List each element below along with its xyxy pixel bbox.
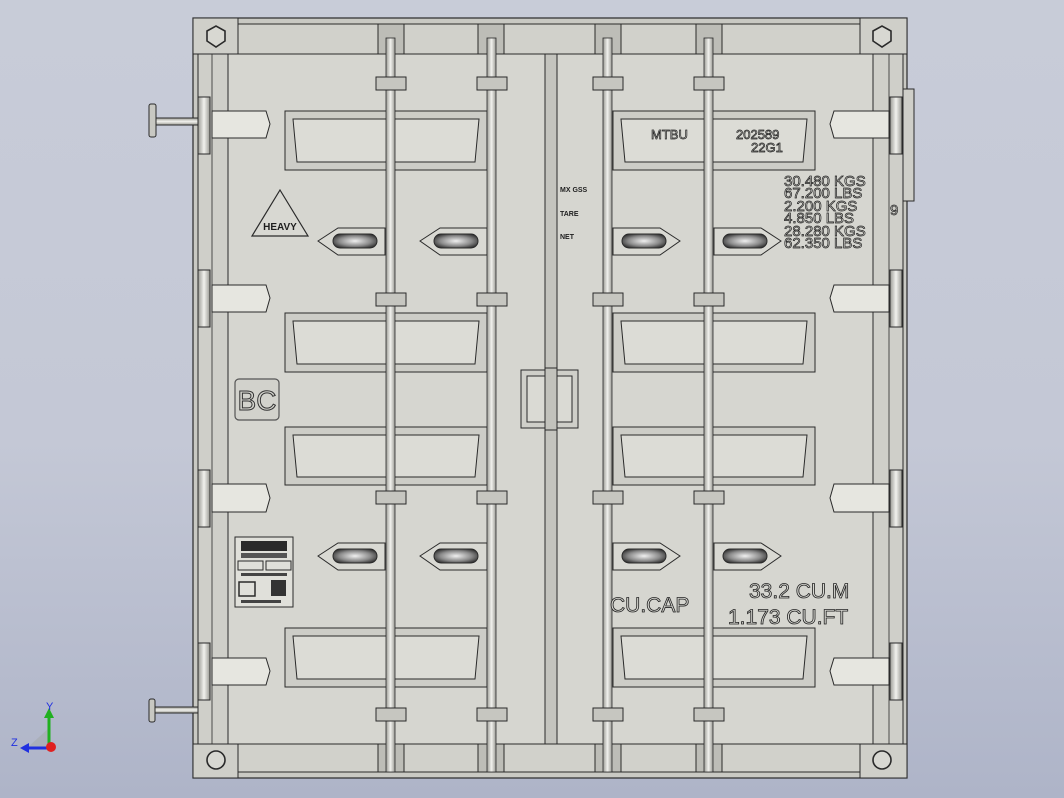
cubic-capacity-metric: 33.2 CU.M — [749, 580, 849, 603]
left-corner-post — [197, 53, 229, 745]
identification-marking: MTBU 202589 22G1 9 — [651, 127, 899, 220]
view-triad[interactable]: Y Z — [11, 701, 56, 753]
right-corner-post — [872, 53, 904, 745]
serial-number: 202589 — [736, 127, 779, 142]
y-axis-arrow-icon — [44, 708, 54, 718]
corner-casting-top-right — [859, 17, 908, 55]
max-gross-kgs: 30.480 KGS — [784, 173, 866, 190]
logo-text: BC — [238, 385, 277, 416]
max-gross-lbs: 67.200 LBS — [784, 185, 862, 202]
hazard-label: HEAVY — [263, 222, 297, 233]
net-lbs: 62.350 LBS — [784, 235, 862, 252]
weight-values: 30.480 KGS 67.200 LBS 2.200 KGS 4.850 LB… — [784, 173, 866, 253]
rod-brackets — [375, 76, 725, 722]
locking-rod-1[interactable] — [385, 37, 396, 773]
z-axis-arrow-icon — [20, 743, 29, 753]
triad-plane-icon — [27, 728, 49, 748]
check-digit: 9 — [890, 202, 898, 219]
door-corrugations-right — [612, 110, 816, 688]
locking-rod-3[interactable] — [602, 37, 613, 773]
triad-y-label: Y — [46, 701, 54, 713]
door-hinges-right — [829, 96, 903, 701]
tare-label: TARE — [560, 211, 579, 218]
net-kgs: 28.280 KGS — [784, 223, 866, 240]
right-side-bracket — [902, 88, 915, 202]
central-lock-box[interactable] — [520, 367, 579, 431]
top-rail — [237, 23, 861, 55]
corner-casting-bottom-left — [192, 743, 239, 779]
cubic-capacity-label: CU.CAP — [610, 594, 689, 617]
hazard-triangle-icon — [250, 188, 310, 237]
left-side-pins — [148, 103, 199, 723]
cubic-capacity-marking: CU.CAP 33.2 CU.M 1.173 CU.FT — [610, 580, 850, 630]
company-logo: BC — [234, 378, 280, 421]
locking-rods[interactable] — [385, 37, 714, 773]
heavy-warning-sign: HEAVY — [250, 188, 310, 237]
rod-guide-brackets — [377, 23, 723, 773]
max-gross-label: MX GSS — [560, 187, 588, 194]
corner-casting-bottom-right — [859, 743, 908, 779]
tare-lbs: 4.850 LBS — [784, 210, 854, 227]
locking-rod-4[interactable] — [703, 37, 714, 773]
csc-safety-plate — [234, 536, 294, 608]
weight-marking-labels: MX GSS TARE NET — [560, 187, 588, 241]
cam-keepers-top — [317, 227, 782, 256]
locking-rod-2[interactable] — [486, 37, 497, 773]
cam-keepers-bottom — [317, 542, 782, 571]
owner-code: MTBU — [651, 127, 688, 142]
tare-kgs: 2.200 KGS — [784, 198, 857, 215]
x-axis-arrow-icon — [46, 742, 56, 752]
container-door-assembly[interactable]: HEAVY BC MX GSS TARE NET MTBU 202589 22G… — [148, 17, 915, 779]
bottom-rail — [237, 743, 861, 773]
corner-casting-top-left — [192, 17, 239, 55]
door-hinges-left — [197, 96, 271, 701]
triad-z-label: Z — [11, 737, 18, 749]
cubic-capacity-imperial: 1.173 CU.FT — [728, 606, 848, 629]
net-label: NET — [560, 234, 575, 241]
size-type-code: 22G1 — [751, 140, 783, 155]
